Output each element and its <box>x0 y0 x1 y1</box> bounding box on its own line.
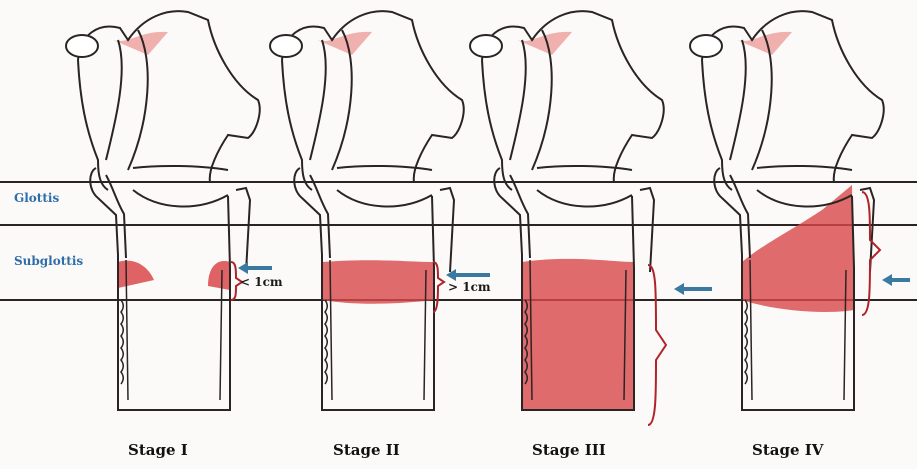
glottis-label: Glottis <box>14 191 59 205</box>
subglottis-label: Subglottis <box>14 254 83 268</box>
stage-2-title: Stage II <box>333 441 400 459</box>
stage-2-measure: > 1cm <box>448 280 491 294</box>
stage-1-larynx <box>66 11 260 410</box>
stage-2-larynx <box>270 11 464 410</box>
stage-3-larynx <box>470 11 664 410</box>
stage-4-larynx <box>690 11 884 410</box>
stage-1-title: Stage I <box>128 441 188 459</box>
stage-3-title: Stage III <box>532 441 606 459</box>
stage-1-measure: < 1cm <box>240 275 283 289</box>
stage-3-bracket <box>648 265 666 425</box>
stage-4-title: Stage IV <box>752 441 823 459</box>
